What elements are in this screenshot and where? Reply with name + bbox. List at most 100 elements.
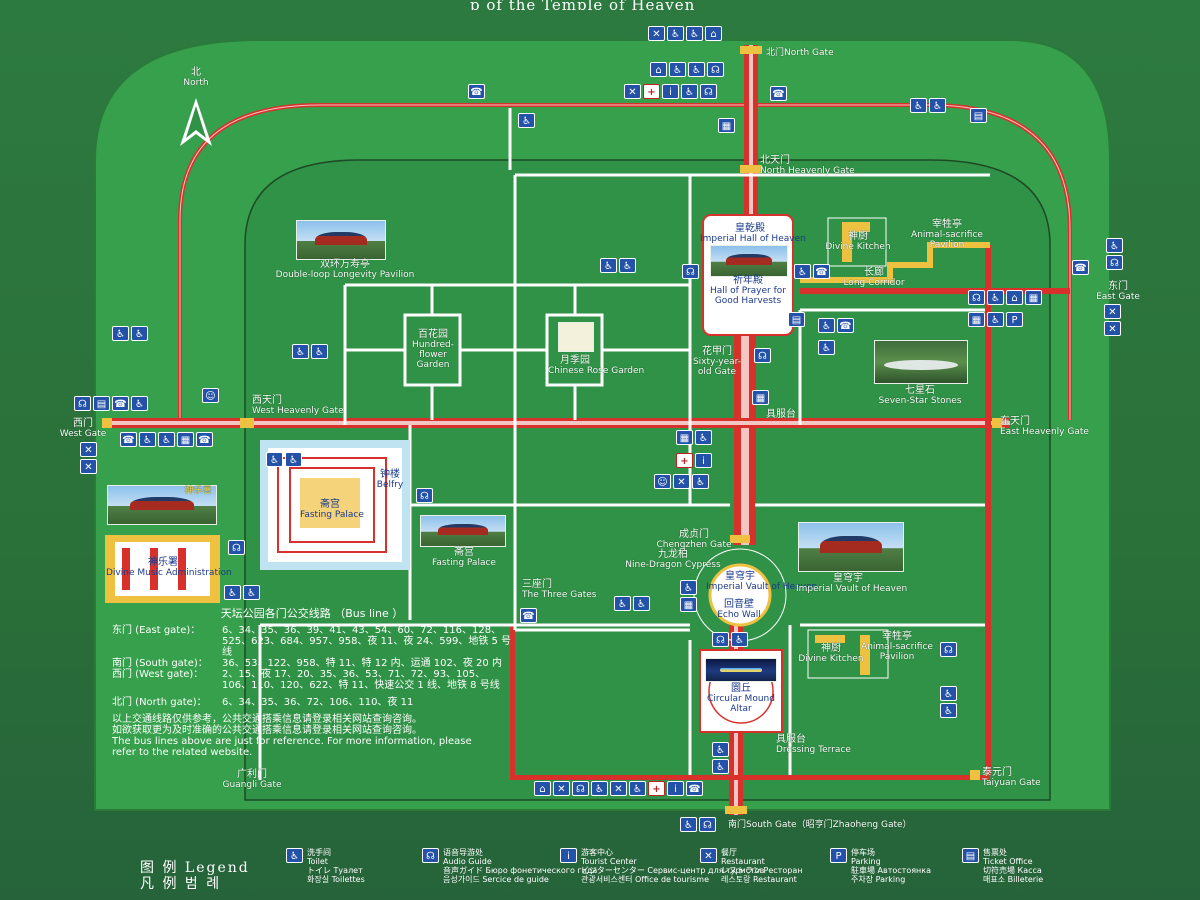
toilet-icon[interactable]: ♿ xyxy=(940,703,957,718)
toilet-icon[interactable]: ♿ xyxy=(794,264,811,279)
toilet-icon[interactable]: ♿ xyxy=(818,318,835,333)
phone-icon[interactable]: ☎ xyxy=(196,432,213,447)
toilet-icon[interactable]: ♿ xyxy=(619,258,636,273)
info-icon[interactable]: i xyxy=(667,781,684,796)
restaurant-icon[interactable]: ✕ xyxy=(624,84,641,99)
phone-icon[interactable]: ☎ xyxy=(837,318,854,333)
audio-guide-icon[interactable]: ☊ xyxy=(968,290,985,305)
audio-guide-icon[interactable]: ☊ xyxy=(74,396,91,411)
gift-icon[interactable]: ▦ xyxy=(718,118,735,133)
audio-guide-icon[interactable]: ☊ xyxy=(712,632,729,647)
toilet-icon[interactable]: ♿ xyxy=(518,113,535,128)
gift-icon[interactable]: ▦ xyxy=(968,312,985,327)
toilet-icon[interactable]: ♿ xyxy=(158,432,175,447)
restaurant-icon[interactable]: ✕ xyxy=(80,459,97,474)
audio-guide-icon[interactable]: ☊ xyxy=(754,348,771,363)
audio-guide-icon[interactable]: ☊ xyxy=(228,540,245,555)
audio-guide-icon[interactable]: ☊ xyxy=(700,84,717,99)
toilet-icon[interactable]: ♿ xyxy=(629,781,646,796)
audio-guide-icon[interactable]: ☊ xyxy=(1106,255,1123,270)
restaurant-icon[interactable]: ✕ xyxy=(673,474,690,489)
restaurant-icon[interactable]: ✕ xyxy=(610,781,627,796)
restaurant-icon[interactable]: ✕ xyxy=(1104,321,1121,336)
toilet-icon[interactable]: ♿ xyxy=(731,632,748,647)
toilet-icon[interactable]: ♿ xyxy=(929,98,946,113)
toilet-icon[interactable]: ♿ xyxy=(1106,238,1123,253)
icons-ne-1: ♿ ♿ xyxy=(910,98,946,113)
restaurant-icon[interactable]: ✕ xyxy=(1104,304,1121,319)
phone-icon[interactable]: ☎ xyxy=(686,781,703,796)
phone-icon[interactable]: ☎ xyxy=(468,84,485,99)
restaurant-icon[interactable]: ✕ xyxy=(80,442,97,457)
first-aid-icon[interactable]: + xyxy=(643,84,660,99)
ticket-office-icon[interactable]: ▤ xyxy=(788,312,805,327)
shop-icon[interactable]: ⌂ xyxy=(705,26,722,41)
toilet-icon[interactable]: ♿ xyxy=(712,759,729,774)
icons-east-phone: ☎ xyxy=(1072,260,1089,275)
audio-guide-icon[interactable]: ☊ xyxy=(416,488,433,503)
ticket-office-icon[interactable]: ▤ xyxy=(93,396,110,411)
toilet-icon[interactable]: ♿ xyxy=(910,98,927,113)
first-aid-icon[interactable]: + xyxy=(676,453,693,468)
toilet-icon[interactable]: ♿ xyxy=(680,817,697,832)
restaurant-icon[interactable]: ✕ xyxy=(648,26,665,41)
info-icon[interactable]: i xyxy=(662,84,679,99)
toilet-icon[interactable]: ♿ xyxy=(633,596,650,611)
toilet-icon[interactable]: ♿ xyxy=(311,344,328,359)
toilet-icon[interactable]: ♿ xyxy=(243,585,260,600)
toilet-icon[interactable]: ♿ xyxy=(131,396,148,411)
toilet-icon[interactable]: ♿ xyxy=(987,312,1004,327)
phone-icon[interactable]: ☎ xyxy=(1072,260,1089,275)
toilet-icon[interactable]: ♿ xyxy=(112,326,129,341)
toilet-icon[interactable]: ♿ xyxy=(139,432,156,447)
restaurant-icon[interactable]: ✕ xyxy=(553,781,570,796)
toilet-icon[interactable]: ♿ xyxy=(131,326,148,341)
shop-icon[interactable]: ⌂ xyxy=(1006,290,1023,305)
family-icon[interactable]: ☺ xyxy=(654,474,671,489)
toilet-icon[interactable]: ♿ xyxy=(614,596,631,611)
toilet-icon[interactable]: ♿ xyxy=(688,62,705,77)
toilet-icon[interactable]: ♿ xyxy=(591,781,608,796)
phone-icon[interactable]: ☎ xyxy=(120,432,137,447)
gift-icon[interactable]: ▦ xyxy=(676,430,693,445)
parking-icon[interactable]: P xyxy=(1006,312,1023,327)
toilet-icon[interactable]: ♿ xyxy=(292,344,309,359)
toilet-icon[interactable]: ♿ xyxy=(669,62,686,77)
audio-guide-icon[interactable]: ☊ xyxy=(707,62,724,77)
phone-icon[interactable]: ☎ xyxy=(520,608,537,623)
toilet-icon[interactable]: ♿ xyxy=(692,474,709,489)
toilet-icon[interactable]: ♿ xyxy=(712,742,729,757)
toilet-icon[interactable]: ♿ xyxy=(680,580,697,595)
phone-icon[interactable]: ☎ xyxy=(770,86,787,101)
gift-icon[interactable]: ▦ xyxy=(680,597,697,612)
phone-icon[interactable]: ☎ xyxy=(112,396,129,411)
toilet-icon[interactable]: ♿ xyxy=(940,686,957,701)
toilet-icon[interactable]: ♿ xyxy=(818,340,835,355)
toilet-icon[interactable]: ♿ xyxy=(681,84,698,99)
ticket-office-icon[interactable]: ▤ xyxy=(970,108,987,123)
icons-e-mid: ♿ ☎ xyxy=(818,318,854,333)
gift-icon[interactable]: ▦ xyxy=(177,432,194,447)
audio-guide-icon[interactable]: ☊ xyxy=(940,642,957,657)
icons-danbi-2: ▦ xyxy=(752,390,769,405)
gift-icon[interactable]: ▦ xyxy=(1025,290,1042,305)
gift-icon[interactable]: ▦ xyxy=(752,390,769,405)
audio-guide-icon[interactable]: ☊ xyxy=(682,264,699,279)
toilet-icon[interactable]: ♿ xyxy=(266,452,283,467)
toilet-icon[interactable]: ♿ xyxy=(987,290,1004,305)
first-aid-icon[interactable]: + xyxy=(648,781,665,796)
toilet-icon[interactable]: ♿ xyxy=(686,26,703,41)
audio-guide-icon[interactable]: ☊ xyxy=(699,817,716,832)
toilet-icon[interactable]: ♿ xyxy=(224,585,241,600)
info-icon[interactable]: i xyxy=(695,453,712,468)
toilet-icon[interactable]: ☺ xyxy=(202,388,219,403)
audio-guide-icon[interactable]: ☊ xyxy=(572,781,589,796)
phone-icon[interactable]: ☎ xyxy=(813,264,830,279)
shop-icon[interactable]: ⌂ xyxy=(534,781,551,796)
toilet-icon[interactable]: ♿ xyxy=(695,430,712,445)
toilet-icon[interactable]: ♿ xyxy=(667,26,684,41)
toilet-icon[interactable]: ♿ xyxy=(285,452,302,467)
shop-icon[interactable]: ⌂ xyxy=(650,62,667,77)
toilet-icon[interactable]: ♿ xyxy=(600,258,617,273)
